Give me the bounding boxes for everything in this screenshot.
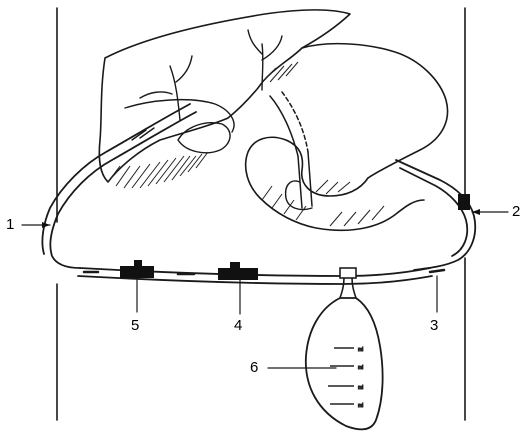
callout-1-label: 1 (6, 217, 14, 232)
common-bile-duct (270, 92, 312, 208)
left-drain-tube (42, 104, 196, 268)
callout-4-label: 4 (234, 318, 242, 333)
duodenum-shading (262, 180, 384, 226)
svg-text:ml: ml (358, 347, 363, 353)
right-tube-clamp (458, 194, 470, 210)
body-outline (57, 8, 465, 420)
drainage-bag: ml ml ml ml (306, 268, 383, 429)
callout-3-label: 3 (430, 318, 438, 333)
svg-text:ml: ml (358, 365, 363, 371)
callout-2-label: 2 (512, 204, 520, 219)
leader-lines (22, 209, 508, 368)
svg-text:ml: ml (358, 385, 363, 391)
liver (99, 10, 447, 188)
right-drain-tube (396, 160, 475, 270)
duodenum (246, 137, 424, 230)
bag-graduations: ml ml ml ml (328, 347, 363, 409)
clamp-4 (218, 262, 258, 280)
callout-6-label: 6 (250, 360, 258, 375)
liver-shading (108, 62, 298, 188)
svg-text:ml: ml (358, 403, 363, 409)
clamp-5 (120, 260, 154, 278)
callout-5-label: 5 (131, 318, 139, 333)
